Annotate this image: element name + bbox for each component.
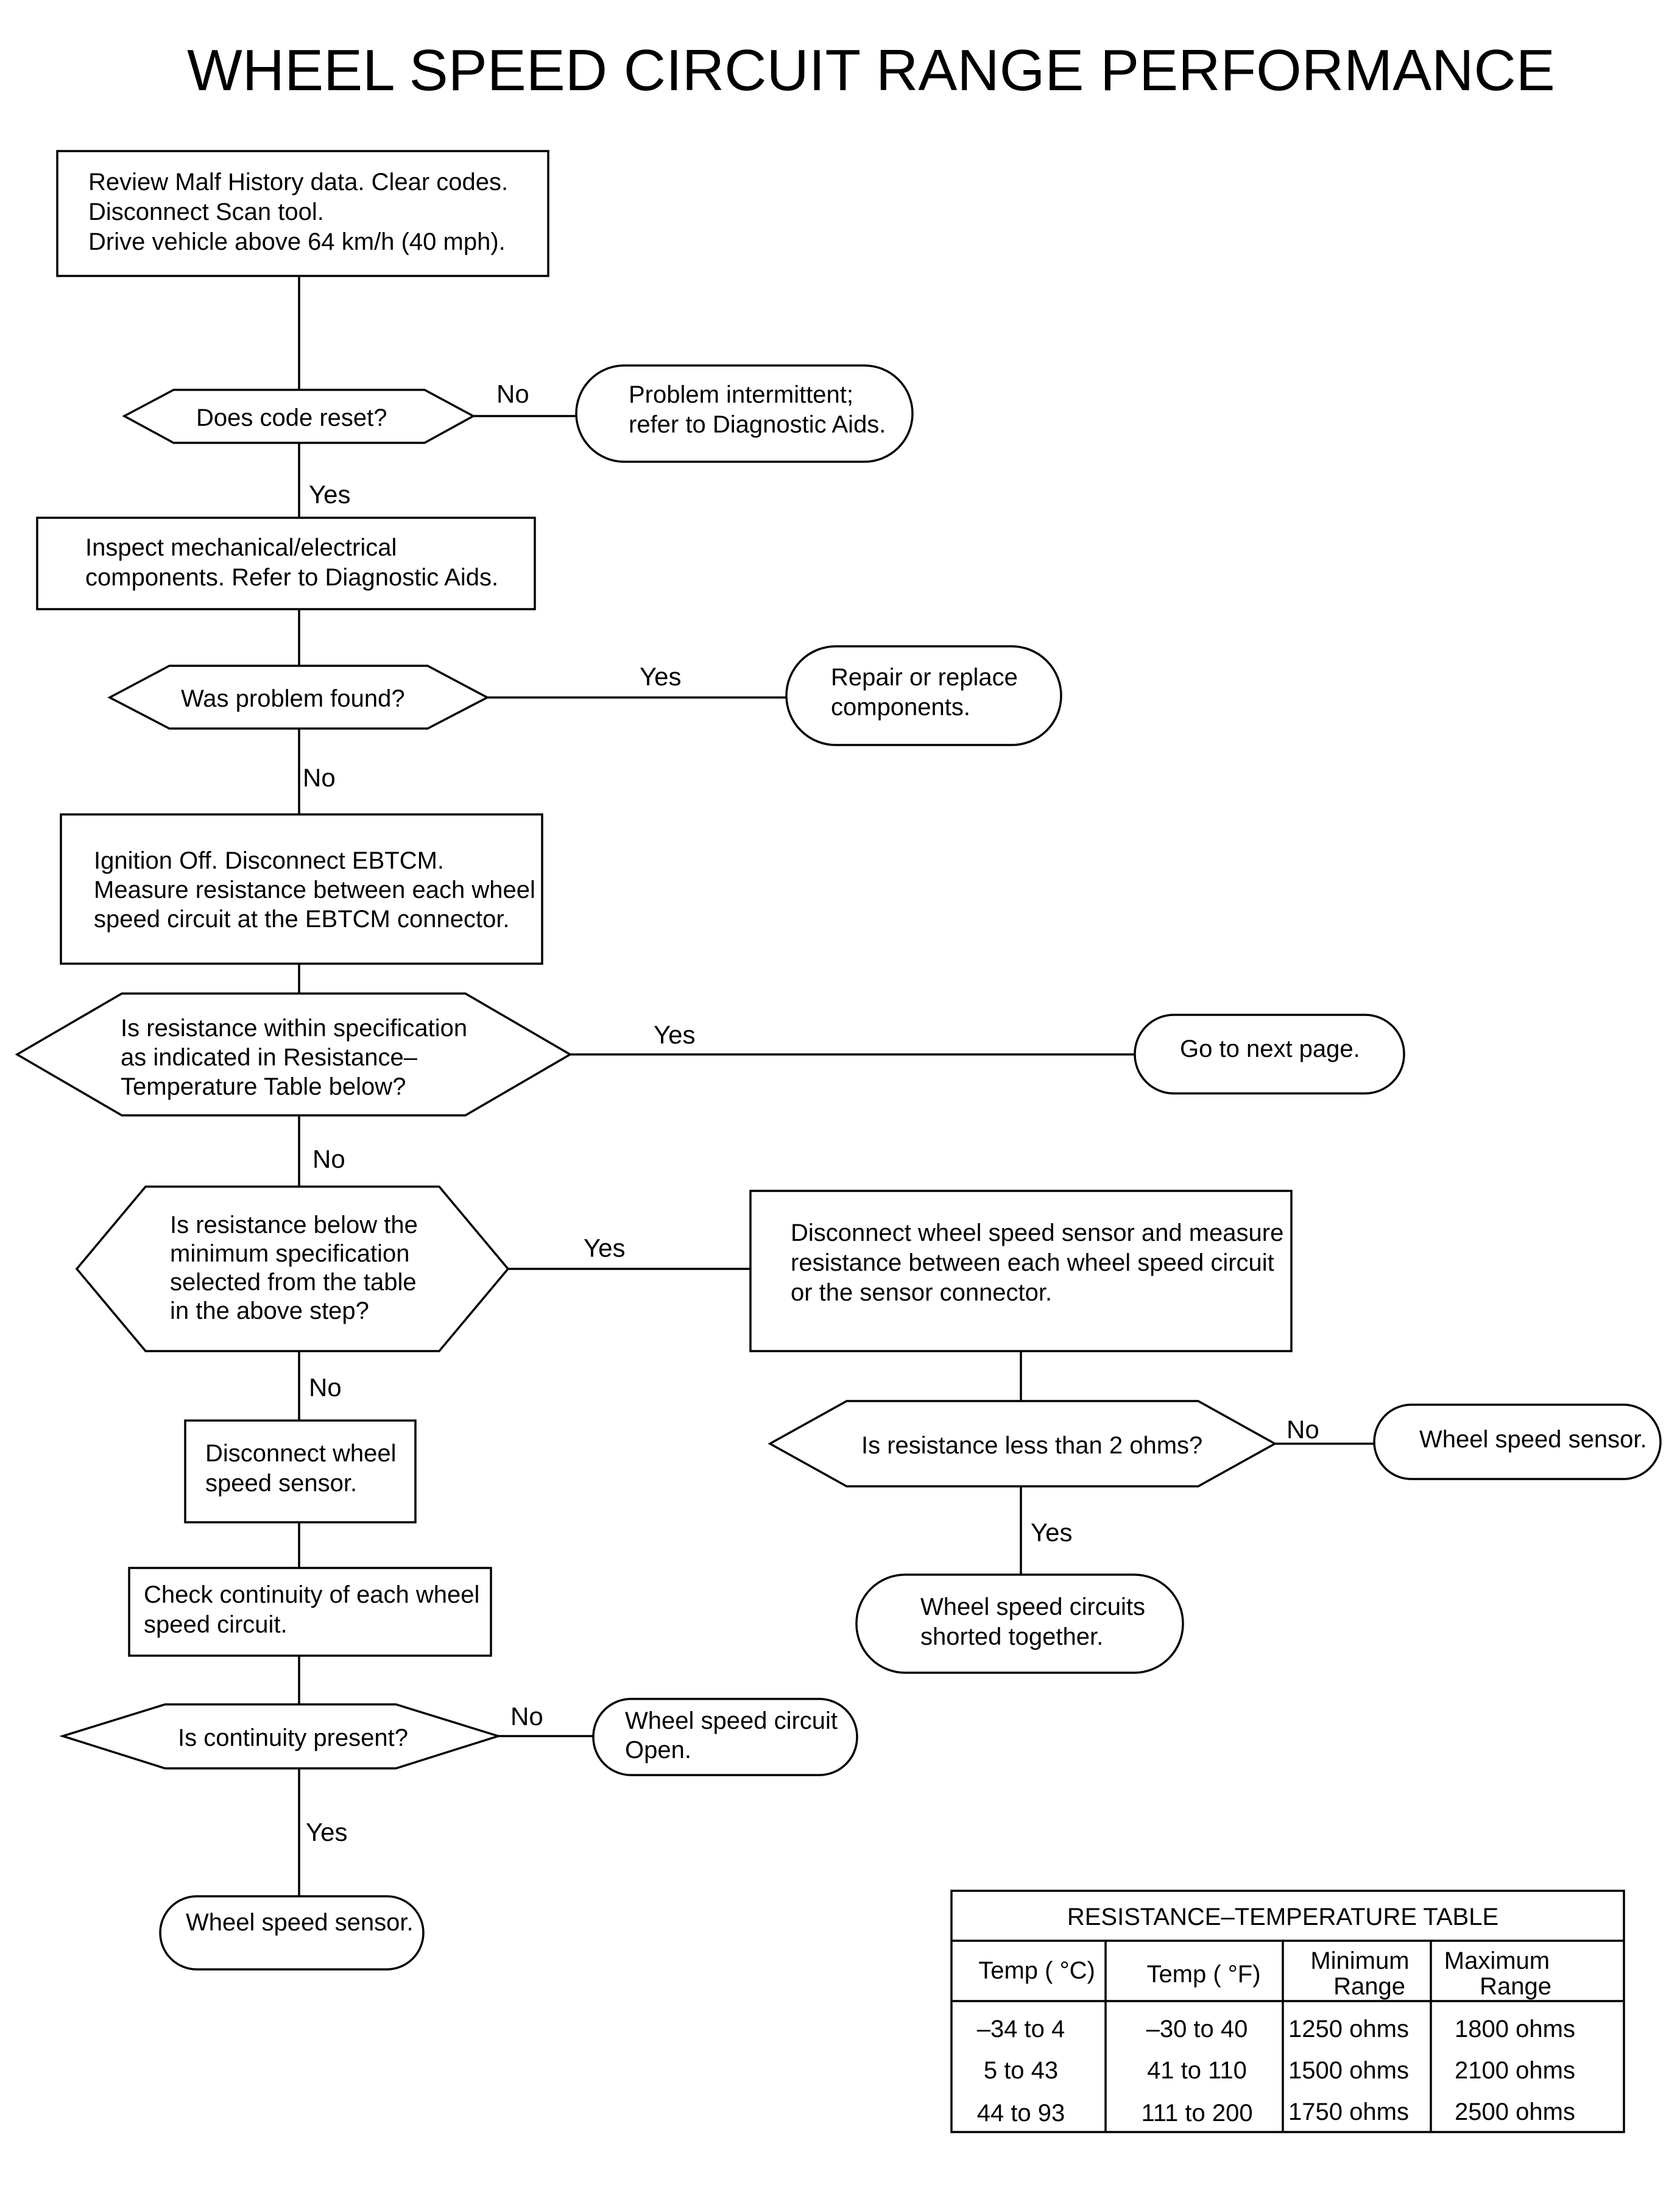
continuity-present-decision	[59, 1703, 502, 1770]
disconnect-sensor-text: Disconnect wheel speed sensor.	[205, 1440, 403, 1497]
edge-labels: No Yes Yes No Yes No Yes No No Yes No Ye…	[303, 380, 1319, 1846]
repair-terminal	[785, 645, 1062, 746]
code-reset-text: Does code reset?	[196, 404, 387, 431]
check-continuity-box	[128, 1567, 492, 1657]
resistance-temperature-table: RESISTANCE–TEMPERATURE TABLE Temp ( °C) …	[950, 1890, 1625, 2133]
shorted-text: Wheel speed circuits shorted together.	[920, 1594, 1152, 1650]
label-continuity-yes: Yes	[306, 1818, 348, 1846]
repair-text: Repair or replace components.	[831, 664, 1025, 721]
table-cell: 111 to 200	[1141, 2100, 1252, 2127]
label-within-spec-no: No	[312, 1145, 345, 1173]
table-cell: 41 to 110	[1147, 2057, 1247, 2084]
review-box	[56, 150, 549, 277]
within-spec-decision	[15, 992, 573, 1117]
table-cell: 2100 ohms	[1455, 2057, 1575, 2084]
table-header-cell: Temp ( °C)	[978, 1957, 1095, 1984]
label-code-reset-yes: Yes	[309, 480, 351, 509]
review-text: Review Malf History data. Clear codes. D…	[88, 169, 515, 255]
table-cell: 1800 ohms	[1455, 2016, 1575, 2042]
within-spec-text: Is resistance within specification as in…	[121, 1015, 474, 1100]
sensor-bottom-terminal	[159, 1895, 425, 1971]
code-reset-decision	[122, 389, 476, 444]
table-cell: 1750 ohms	[1288, 2099, 1409, 2125]
disconnect-sensor-box	[184, 1419, 417, 1523]
table-header-cell: Minimum Range	[1310, 1947, 1416, 2000]
connectors	[298, 276, 1374, 1896]
sensor-right-text: Wheel speed sensor.	[1419, 1426, 1647, 1453]
label-below-min-yes: Yes	[584, 1234, 626, 1262]
table-cell: 44 to 93	[977, 2100, 1065, 2127]
label-less-2ohm-no: No	[1286, 1415, 1319, 1444]
label-problem-found-yes: Yes	[640, 662, 682, 691]
inspect-text: Inspect mechanical/electrical components…	[85, 534, 498, 591]
page-title: WHEEL SPEED CIRCUIT RANGE PERFORMANCE	[187, 38, 1555, 103]
disconnect-measure-text: Disconnect wheel speed sensor and measur…	[791, 1220, 1290, 1306]
table-cell: 1500 ohms	[1288, 2057, 1409, 2084]
circuit-open-text: Wheel speed circuit Open.	[625, 1707, 844, 1763]
less-2ohm-text: Is resistance less than 2 ohms?	[861, 1432, 1202, 1459]
table-title: RESISTANCE–TEMPERATURE TABLE	[1067, 1904, 1498, 1930]
intermittent-terminal	[575, 364, 914, 463]
ignition-text: Ignition Off. Disconnect EBTCM. Measure …	[94, 847, 542, 933]
problem-found-text: Was problem found?	[181, 685, 405, 712]
table-header-cell: Temp ( °F)	[1146, 1961, 1260, 1988]
shorted-terminal	[855, 1573, 1184, 1674]
next-page-terminal	[1134, 1014, 1405, 1095]
table-cell: 5 to 43	[984, 2057, 1058, 2084]
sensor-bottom-text: Wheel speed sensor.	[186, 1909, 414, 1936]
label-less-2ohm-yes: Yes	[1031, 1518, 1073, 1547]
less-2ohm-decision	[768, 1400, 1277, 1488]
table-cell: 2500 ohms	[1455, 2099, 1575, 2125]
circuit-open-terminal	[592, 1698, 858, 1776]
check-continuity-text: Check continuity of each wheel speed cir…	[144, 1581, 487, 1638]
table-cell: –34 to 4	[977, 2016, 1065, 2042]
label-code-reset-no: No	[496, 380, 529, 408]
label-problem-found-no: No	[303, 763, 336, 792]
sensor-right-terminal	[1373, 1403, 1662, 1480]
inspect-box	[36, 517, 536, 610]
table-cell: 1250 ohms	[1288, 2016, 1409, 2042]
problem-found-decision	[107, 665, 490, 730]
table-border	[950, 1890, 1625, 2133]
intermittent-text: Problem intermittent; refer to Diagnosti…	[629, 381, 886, 438]
table-header-cell: Maximum Range	[1444, 1947, 1556, 2000]
disconnect-measure-box	[749, 1190, 1293, 1352]
table-cell: –30 to 40	[1146, 2016, 1248, 2042]
continuity-present-text: Is continuity present?	[178, 1725, 408, 1751]
label-within-spec-yes: Yes	[654, 1020, 696, 1049]
label-below-min-no: No	[309, 1373, 342, 1402]
below-min-text: Is resistance below the minimum specific…	[170, 1212, 425, 1324]
label-continuity-no: No	[510, 1702, 543, 1731]
below-min-decision	[75, 1185, 510, 1352]
next-page-text: Go to next page.	[1180, 1036, 1360, 1062]
ignition-box	[60, 813, 543, 965]
